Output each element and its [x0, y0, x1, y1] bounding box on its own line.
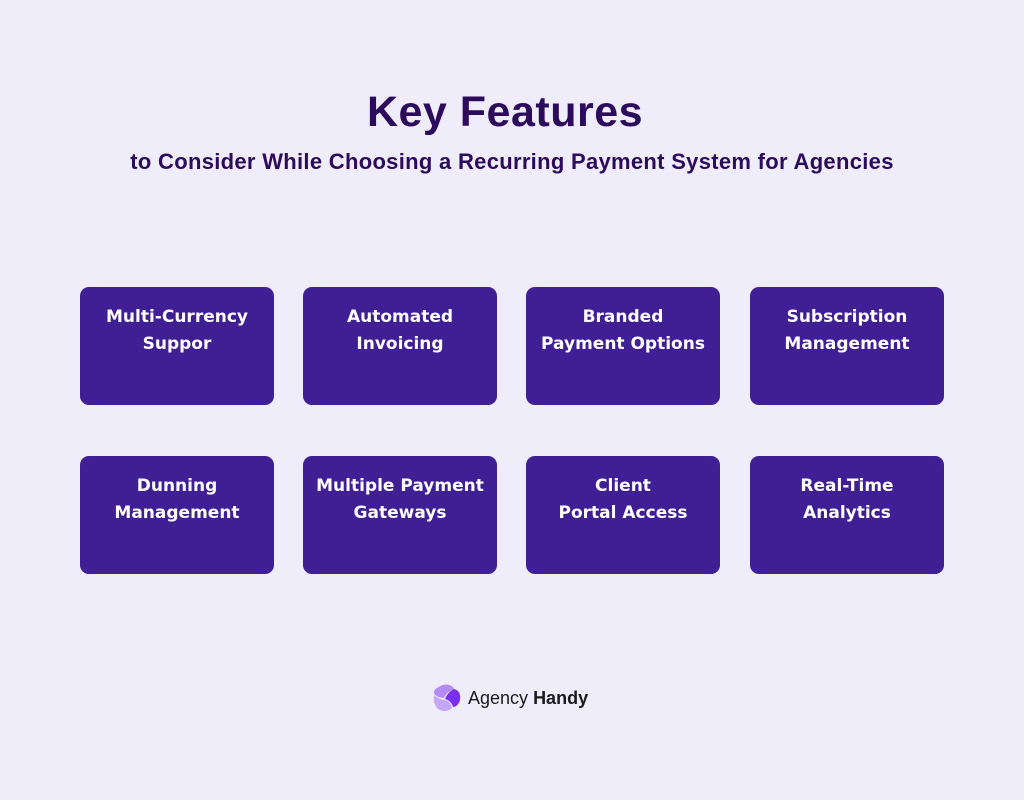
feature-label-line1: Client: [595, 476, 651, 496]
feature-card-multiple-gateways: Multiple Payment Gateways: [303, 456, 497, 574]
feature-label-line2: Analytics: [803, 503, 891, 523]
feature-card-multi-currency: Multi-Currency Suppor: [80, 287, 274, 405]
feature-label-line2: Payment Options: [541, 334, 705, 354]
brand-name-bold: Handy: [533, 687, 589, 708]
feature-label-line1: Automated: [346, 307, 454, 327]
feature-card-real-time-analytics: Real-Time Analytics: [750, 456, 944, 574]
feature-card-branded-payment: Branded Payment Options: [526, 287, 720, 405]
feature-label-line1: Subscription: [786, 307, 908, 327]
feature-label-line2: Management: [784, 334, 910, 354]
feature-card-client-portal: Client Portal Access: [526, 456, 720, 574]
feature-label-line2: Portal Access: [558, 503, 688, 523]
feature-label-line2: Management: [114, 503, 240, 523]
feature-label-line1: Real-Time: [800, 476, 894, 496]
feature-label-line1: Branded: [582, 307, 664, 327]
brand-name: Agency Handy: [468, 688, 588, 709]
page-title: Key Features: [366, 88, 644, 136]
brand-logo: Agency Handy: [432, 683, 588, 713]
feature-label-line2: Suppor: [142, 334, 212, 354]
feature-card-dunning-management: Dunning Management: [80, 456, 274, 574]
feature-card-subscription-management: Subscription Management: [750, 287, 944, 405]
feature-label-line2: Invoicing: [356, 334, 444, 354]
agency-handy-logo-icon: [433, 684, 461, 711]
brand-name-regular: Agency: [468, 687, 529, 708]
feature-label-line1: Dunning: [136, 476, 218, 496]
feature-label-line1: Multi-Currency: [106, 307, 248, 327]
feature-label-line2: Gateways: [353, 503, 447, 523]
feature-card-automated-invoicing: Automated Invoicing: [303, 287, 497, 405]
page-subtitle: to Consider While Choosing a Recurring P…: [130, 149, 894, 174]
feature-label-line1: Multiple Payment: [316, 476, 484, 496]
